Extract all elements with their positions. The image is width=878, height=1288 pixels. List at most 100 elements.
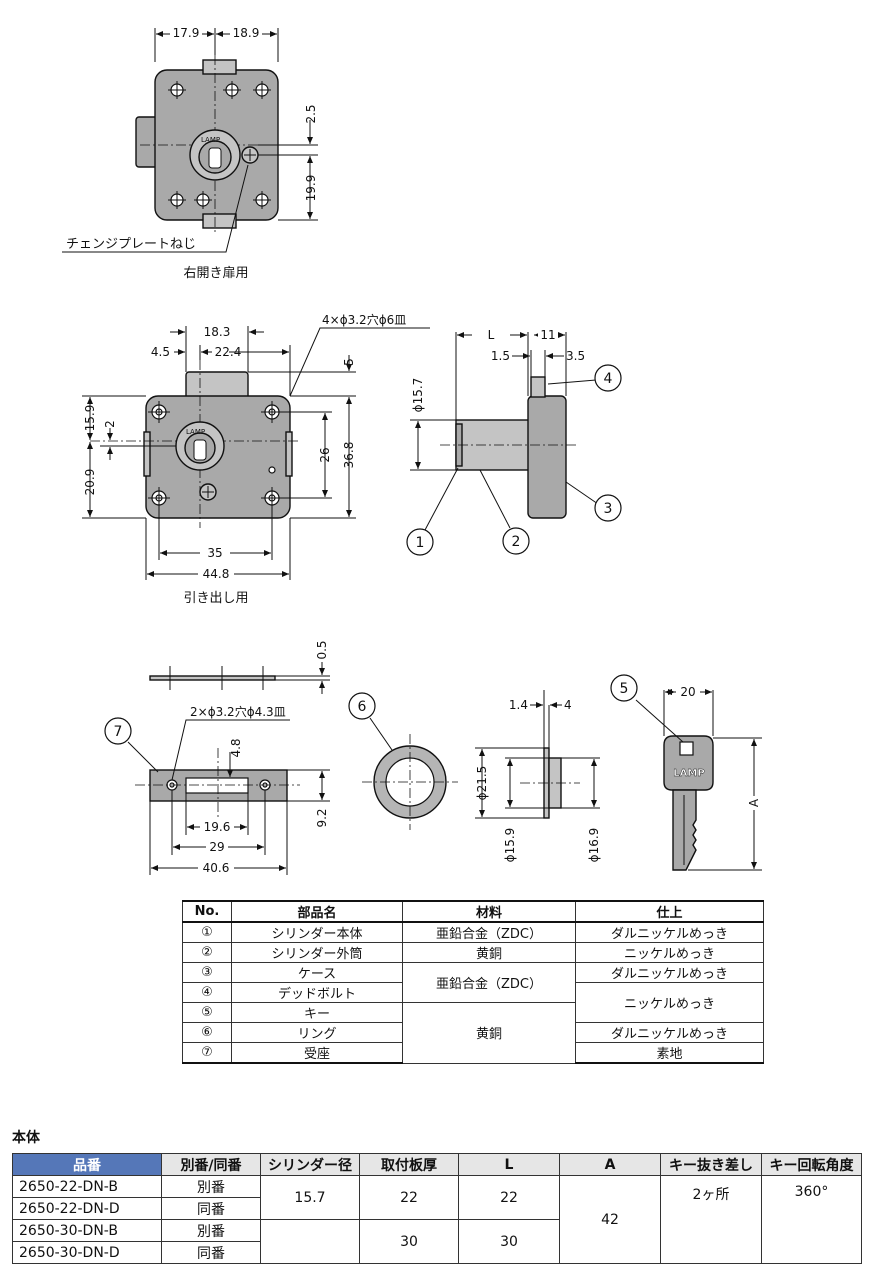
part-material: 黄銅 — [402, 942, 576, 963]
strike-dim-0-5: 0.5 — [315, 640, 329, 659]
technical-drawings: LAMP 17.9 18.9 2.5 19.9 チェンジプレートねじ 右開き扉用 — [62, 26, 762, 875]
mid-dim-44-8: 44.8 — [203, 567, 230, 581]
strike-hole-note: 2×ϕ3.2穴ϕ4.3皿 — [190, 704, 286, 719]
part-no: ③ — [182, 962, 232, 983]
table-row: 2650-22-DN-D 同番 — [12, 1197, 862, 1220]
part-material: 亜鉛合金（ZDC） — [402, 921, 576, 943]
header-key-type: 別番/同番 — [161, 1153, 261, 1176]
ring-dim-1-4: 1.4 — [509, 698, 528, 712]
spec-table-header: 品番 別番/同番 シリンダー径 取付板厚 L A キー抜き差し キー回転角度 — [12, 1153, 862, 1176]
part-name: ケース — [231, 962, 403, 983]
middle-lock-view: LAMP 18.3 4.5 22.4 4×ϕ3.2穴ϕ6皿 5 26 36.8 — [82, 312, 430, 606]
change-plate-screw-label: チェンジプレートねじ — [66, 237, 196, 252]
header-key-removal: キー抜き差し — [660, 1153, 762, 1176]
mid-dim-15-9: 15.9 — [83, 405, 97, 432]
side-dim-11: 11 — [540, 328, 555, 342]
top-dim-18-9: 18.9 — [233, 26, 260, 40]
key-type: 同番 — [161, 1197, 261, 1220]
thickness-30: 30 — [359, 1219, 459, 1264]
part-name: リング — [231, 1022, 403, 1043]
header-rotation: キー回転角度 — [761, 1153, 862, 1176]
ring-dim-phi21-5: ϕ21.5 — [475, 766, 489, 801]
strike-dim-40-6: 40.6 — [203, 861, 230, 875]
side-view: L 11 1.5 3.5 ϕ15.7 4 3 1 2 — [406, 328, 622, 556]
header-no: No. — [182, 900, 232, 923]
balloon-2: 2 — [512, 534, 521, 550]
part-finish: ニッケルめっき — [575, 942, 764, 963]
header-A: A — [559, 1153, 661, 1176]
mid-cylinder-logo: LAMP — [186, 428, 205, 436]
header-part-number: 品番 — [12, 1153, 162, 1176]
header-thickness: 取付板厚 — [359, 1153, 459, 1176]
key-hole — [679, 741, 694, 756]
top-mount-holes — [168, 81, 271, 209]
top-dim-17-9: 17.9 — [173, 26, 200, 40]
side-dim-phi15-7: ϕ15.7 — [411, 378, 425, 413]
parts-table-header: No. 部品名 材料 仕上 — [182, 900, 764, 923]
part-number: 2650-30-DN-D — [12, 1241, 162, 1264]
strike-plate-edge — [149, 675, 276, 681]
strike-dim-4-8: 4.8 — [229, 738, 243, 757]
table-row: 2650-30-DN-B 別番 30 30 — [12, 1219, 862, 1264]
mid-keyway — [193, 439, 207, 461]
strike-dim-19-6: 19.6 — [204, 820, 231, 834]
part-name: 受座 — [231, 1042, 403, 1064]
parts-table: No. 部品名 材料 仕上 ① シリンダー本体 亜鉛合金（ZDC） ダルニッケル… — [182, 900, 764, 1064]
A-value: 42 — [559, 1175, 661, 1264]
part-material: 亜鉛合金（ZDC） — [402, 962, 576, 1003]
mid-dim-26: 26 — [318, 447, 332, 462]
ring-dim-phi16-9: ϕ16.9 — [587, 828, 601, 863]
key-type: 別番 — [161, 1175, 261, 1198]
balloon-6: 6 — [358, 699, 367, 715]
cylinder-dia-blank — [260, 1219, 360, 1264]
cylinder-dia: 15.7 — [260, 1175, 360, 1220]
table-row: 2650-22-DN-B 別番 15.7 22 22 42 2ヶ所 360° — [12, 1175, 862, 1264]
header-cylinder-dia: シリンダー径 — [260, 1153, 360, 1176]
part-no: ⑤ — [182, 1002, 232, 1023]
mid-dim-5: 5 — [342, 358, 356, 366]
table-row: ⑥ リング ダルニッケルめっき — [182, 1022, 764, 1043]
mid-dim-20-9: 20.9 — [83, 469, 97, 496]
table-row: ⑦ 受座 素地 — [182, 1042, 764, 1064]
part-no: ⑥ — [182, 1022, 232, 1043]
top-dim-19-9: 19.9 — [304, 175, 318, 202]
key-logo: LAMP — [673, 768, 704, 779]
top-strike-tab — [202, 213, 237, 229]
part-name: シリンダー本体 — [231, 921, 403, 943]
drawer-caption: 引き出し用 — [183, 591, 248, 606]
part-finish: ニッケルめっき — [575, 982, 764, 1023]
part-finish: ダルニッケルめっき — [575, 962, 764, 983]
table-row: ④ デッドボルト ニッケルめっき — [182, 982, 764, 1023]
part-material: 黄銅 — [402, 1002, 576, 1064]
part-number: 2650-22-DN-D — [12, 1197, 162, 1220]
side-deadbolt — [530, 376, 546, 398]
top-bolt-tab — [202, 59, 237, 75]
mid-dim-22-4: 22.4 — [215, 345, 242, 359]
mid-dim-2: 2 — [103, 420, 117, 428]
balloon-1: 1 — [416, 535, 425, 551]
part-no: ② — [182, 942, 232, 963]
table-row: ③ ケース 亜鉛合金（ZDC） ダルニッケルめっき — [182, 962, 764, 1003]
rotation: 360° — [761, 1175, 862, 1264]
strike-dim-29: 29 — [209, 840, 224, 854]
key-view: LAMP 20 A 5 — [610, 674, 762, 871]
strike-slot — [185, 777, 249, 794]
mid-dim-35: 35 — [207, 546, 222, 560]
key-dim-20: 20 — [680, 685, 695, 699]
side-case — [527, 395, 567, 519]
ring-view: 6 1.4 4 ϕ21.5 ϕ15.9 ϕ16.9 — [348, 690, 601, 863]
mid-left-rail — [143, 431, 151, 477]
header-finish: 仕上 — [575, 900, 764, 923]
strike-plate-view: 0.5 2×ϕ3.2穴ϕ4.3皿 4.8 9.2 19.6 29 40.6 7 — [104, 640, 330, 875]
part-number: 2650-22-DN-B — [12, 1175, 162, 1198]
mid-hole-note: 4×ϕ3.2穴ϕ6皿 — [322, 312, 406, 327]
balloon-5: 5 — [620, 681, 629, 697]
table-row: 2650-30-DN-D 同番 — [12, 1241, 862, 1264]
key-head — [663, 735, 714, 791]
key-removal: 2ヶ所 — [660, 1175, 762, 1264]
thickness-22: 22 — [359, 1175, 459, 1220]
top-lock-view: LAMP 17.9 18.9 2.5 19.9 チェンジプレートねじ 右開き扉用 — [62, 26, 318, 281]
spec-heading: 本体 — [12, 1130, 40, 1146]
header-L: L — [458, 1153, 560, 1176]
top-dim-2-5: 2.5 — [304, 104, 318, 123]
